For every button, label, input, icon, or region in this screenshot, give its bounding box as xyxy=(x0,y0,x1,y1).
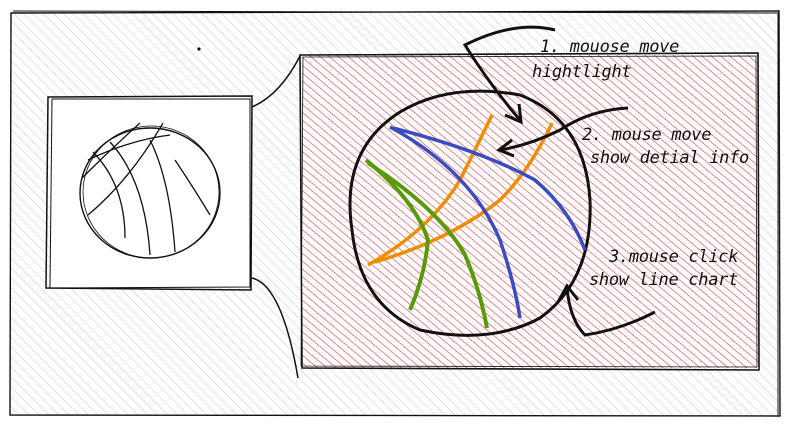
chord-green-1[interactable] xyxy=(364,158,431,311)
arrow-step1 xyxy=(462,25,556,125)
step2-text-line2: show detial info xyxy=(590,148,749,168)
arrow-step2 xyxy=(495,106,629,158)
step1-text-line1: 1. mouose move xyxy=(540,37,679,57)
chord-orange-1[interactable] xyxy=(367,114,494,267)
thumbnail-panel[interactable] xyxy=(45,95,253,291)
thumbnail-chord-circle xyxy=(79,122,221,259)
zoom-connector-lines xyxy=(251,55,301,379)
chord-green-2[interactable] xyxy=(366,161,489,329)
step2-text-line1: 2. mouse move xyxy=(582,125,711,145)
chord-blue-1[interactable] xyxy=(389,125,522,319)
chord-orange-2[interactable] xyxy=(374,122,554,264)
step3-text-line2: show line chart xyxy=(589,270,738,290)
chord-diagram[interactable] xyxy=(348,89,592,337)
arrow-step3 xyxy=(556,283,656,337)
stray-dot xyxy=(197,47,201,51)
step1-text-line2: hightlight xyxy=(532,62,631,82)
chord-blue-2[interactable] xyxy=(392,126,587,251)
detail-panel[interactable] xyxy=(299,52,760,371)
step3-text-line1: 3.mouse click xyxy=(608,247,738,267)
